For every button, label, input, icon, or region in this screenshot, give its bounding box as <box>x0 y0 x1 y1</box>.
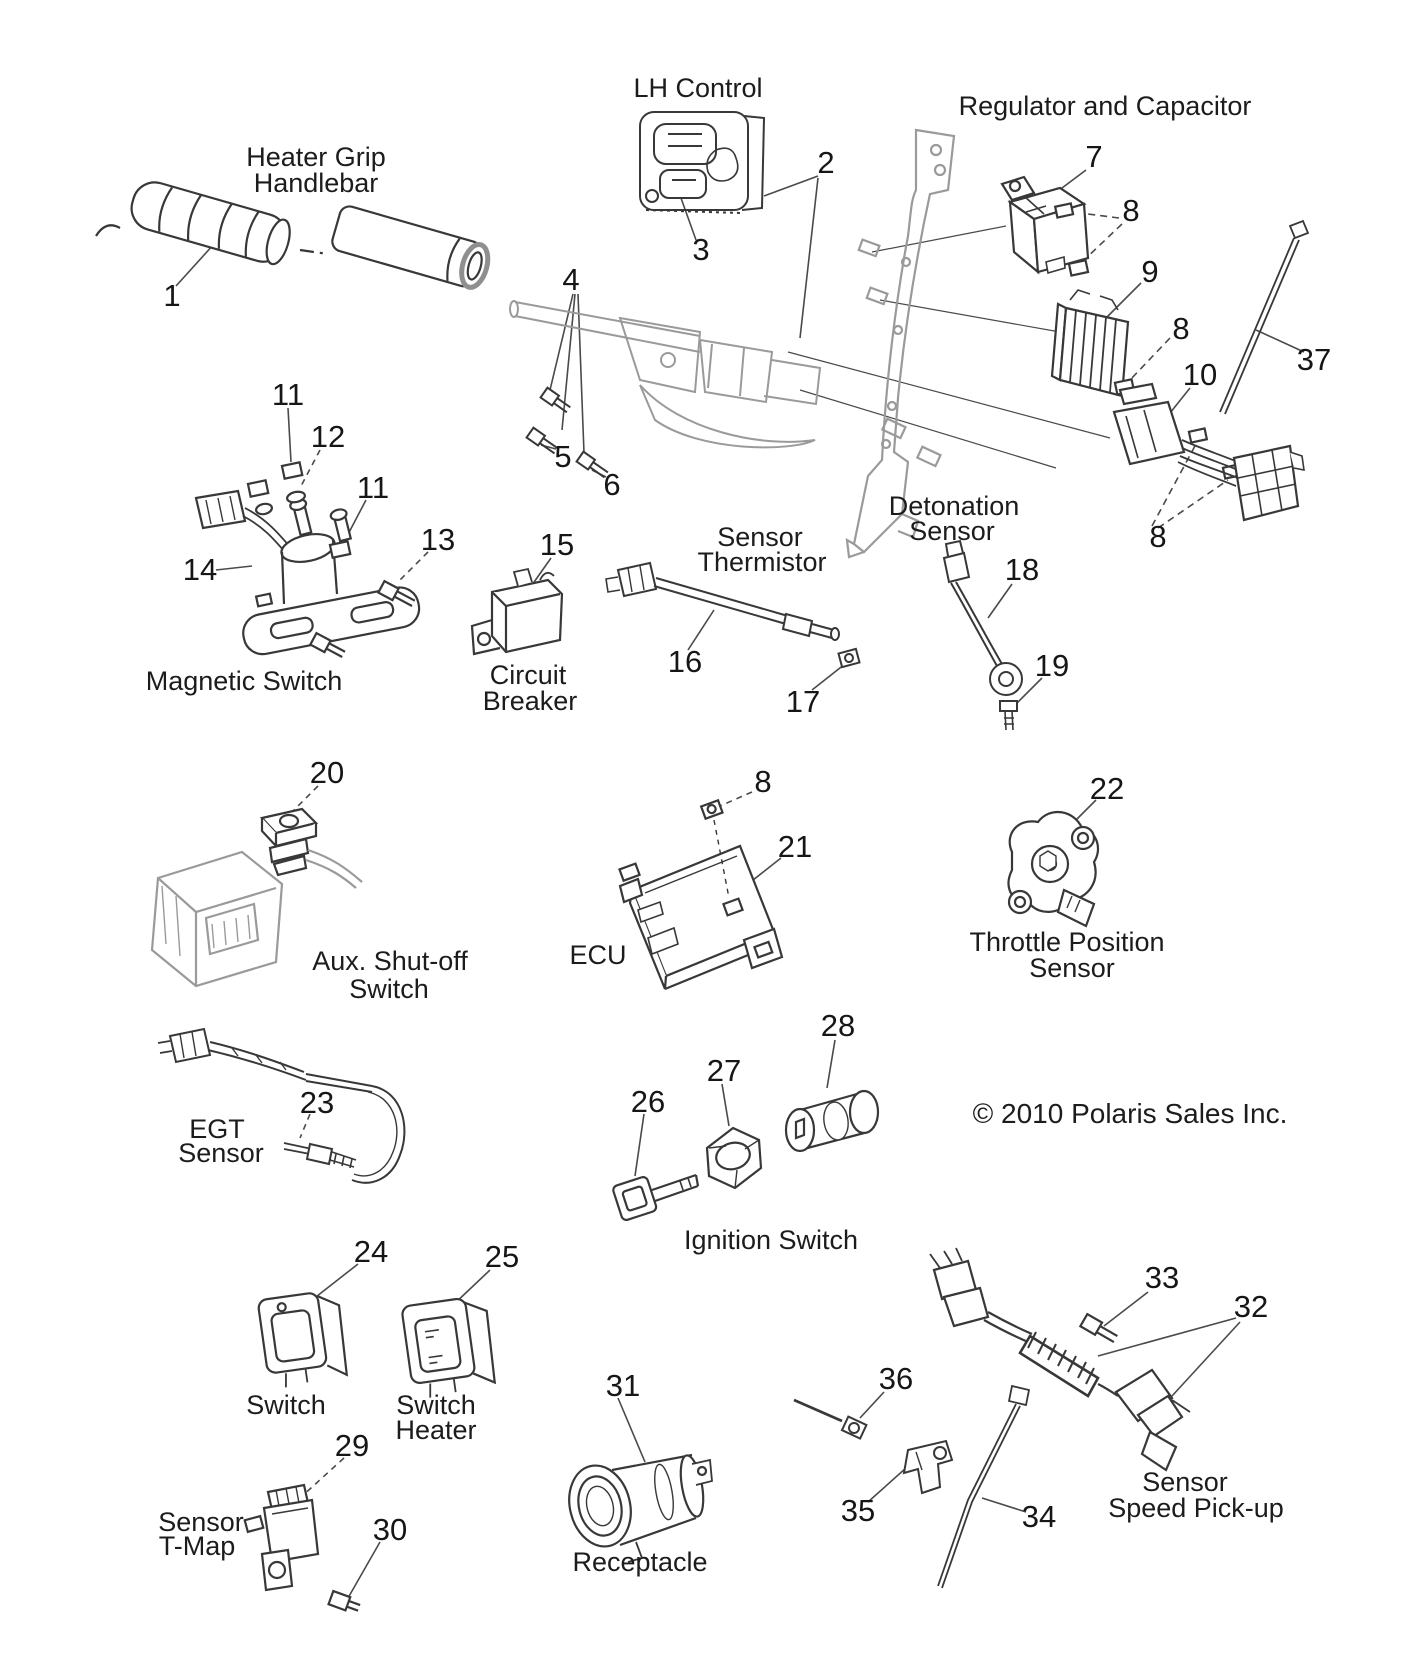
circuit-breaker-label-line2: Breaker <box>482 685 578 716</box>
thermistor-drawing <box>605 561 861 669</box>
ignition-switch-label: Ignition Switch <box>683 1224 859 1255</box>
detonation-label-line2: Sensor <box>909 515 995 546</box>
callout-24: 24 <box>353 1234 389 1269</box>
callout-8b: 8 <box>1172 311 1190 346</box>
callout-35: 35 <box>840 1493 876 1528</box>
callout-18: 18 <box>1004 552 1040 587</box>
callout-20: 20 <box>309 755 345 790</box>
connector-harness-drawing <box>1112 382 1305 522</box>
callout-12: 12 <box>310 419 346 454</box>
aux-shutoff-label-line2: Switch <box>349 973 429 1004</box>
callout-6: 6 <box>603 467 621 502</box>
callout-10: 10 <box>1182 357 1218 392</box>
switch-label: Switch <box>246 1389 326 1420</box>
callout-15: 15 <box>539 527 575 562</box>
callout-16: 16 <box>667 644 703 679</box>
tmap-label-line1: Sensor <box>158 1506 244 1537</box>
thermistor-label-line2: Thermistor <box>697 546 827 577</box>
heater-grip-drawing <box>95 181 491 290</box>
lh-control-drawing <box>639 111 766 214</box>
callout-31: 31 <box>605 1368 641 1403</box>
aux-shutoff-body-drawing <box>150 850 284 988</box>
callout-34: 34 <box>1021 1499 1057 1534</box>
ignition-key-drawing <box>612 1173 700 1222</box>
callout-11b: 11 <box>356 470 390 505</box>
callout-29: 29 <box>334 1428 370 1463</box>
callout-33: 33 <box>1144 1260 1180 1295</box>
callout-14: 14 <box>182 552 218 587</box>
lh-control-bolts <box>525 386 609 479</box>
cable-tie-drawing <box>1219 219 1310 415</box>
callout-36: 36 <box>878 1361 914 1396</box>
speed-pickup-label-line2: Speed Pick-up <box>1108 1492 1284 1523</box>
callout-25: 25 <box>484 1239 520 1274</box>
callout-7: 7 <box>1085 139 1103 174</box>
callout-8d: 8 <box>754 764 772 799</box>
brake-lever-assembly-drawing <box>509 300 822 449</box>
circuit-breaker-label-line1: Circuit <box>489 659 567 690</box>
copyright-notice: © 2010 Polaris Sales Inc. <box>972 1098 1288 1129</box>
callout-26: 26 <box>630 1084 666 1119</box>
callout-13: 13 <box>420 522 456 557</box>
callout-37: 37 <box>1296 342 1332 377</box>
lh-control-label: LH Control <box>633 72 763 103</box>
callout-27: 27 <box>706 1053 742 1088</box>
ecu-drawing <box>618 798 784 991</box>
callout-30: 30 <box>372 1512 408 1547</box>
tmap-sensor-drawing <box>243 1483 361 1612</box>
magnetic-switch-label: Magnetic Switch <box>145 665 343 696</box>
switch-heater-label-line1: Switch <box>396 1389 476 1420</box>
clip-drawing <box>902 1439 954 1495</box>
callout-8a: 8 <box>1122 193 1140 228</box>
heater-grip-label-line1: Heater Grip <box>246 141 386 172</box>
ecu-label: ECU <box>569 939 627 970</box>
callout-17: 17 <box>785 684 821 719</box>
magnetic-switch-drawing <box>194 460 421 659</box>
callout-3: 3 <box>692 232 710 267</box>
speed-pickup-label-line1: Sensor <box>1142 1466 1228 1497</box>
callout-11a: 11 <box>271 377 305 412</box>
callout-32: 32 <box>1233 1289 1269 1324</box>
callout-28: 28 <box>820 1008 856 1043</box>
callout-2: 2 <box>817 145 835 180</box>
screw-wire-drawing <box>793 1398 868 1440</box>
regulator-capacitor-label: Regulator and Capacitor <box>958 90 1252 121</box>
speed-pickup-drawing <box>929 1247 1191 1472</box>
switch-heater-label-line2: Heater <box>395 1414 477 1445</box>
pickup-cable-drawing <box>937 1384 1031 1589</box>
aux-shutoff-label-line1: Aux. Shut-off <box>312 945 468 976</box>
capacitor-drawing <box>1000 175 1090 277</box>
callout-4: 4 <box>562 262 580 297</box>
callout-19: 19 <box>1034 648 1070 683</box>
tps-drawing <box>1007 810 1100 928</box>
switch-drawing <box>257 1292 349 1388</box>
ignition-nut-drawing <box>705 1126 763 1190</box>
callout-8c: 8 <box>1149 519 1167 554</box>
heater-grip-label-line2: Handlebar <box>253 167 379 198</box>
tps-label-line1: Throttle Position <box>969 926 1165 957</box>
egt-sensor-drawing <box>157 1027 406 1184</box>
tmap-label-line2: T-Map <box>158 1530 236 1561</box>
mounting-bracket-drawing <box>845 128 956 559</box>
detonation-sensor-drawing <box>942 539 1023 731</box>
callout-5: 5 <box>554 439 572 474</box>
thermistor-label-line1: Sensor <box>717 521 803 552</box>
ignition-barrel-drawing <box>784 1089 880 1153</box>
regulator-drawing <box>1050 289 1136 398</box>
receptacle-drawing <box>568 1453 713 1563</box>
callout-23: 23 <box>299 1085 335 1120</box>
switch-heater-drawing <box>401 1297 497 1398</box>
egt-label-line2: Sensor <box>178 1137 264 1168</box>
tps-label-line2: Sensor <box>1029 952 1115 983</box>
callout-21: 21 <box>777 829 813 864</box>
callout-1: 1 <box>163 278 181 313</box>
callout-9: 9 <box>1141 254 1159 289</box>
aux-shutoff-switch-drawing <box>259 807 363 889</box>
callout-22: 22 <box>1089 771 1125 806</box>
detonation-label-line1: Detonation <box>888 490 1020 521</box>
receptacle-label: Receptacle <box>572 1546 708 1577</box>
egt-label-line1: EGT <box>189 1113 245 1144</box>
circuit-breaker-drawing <box>470 567 564 656</box>
